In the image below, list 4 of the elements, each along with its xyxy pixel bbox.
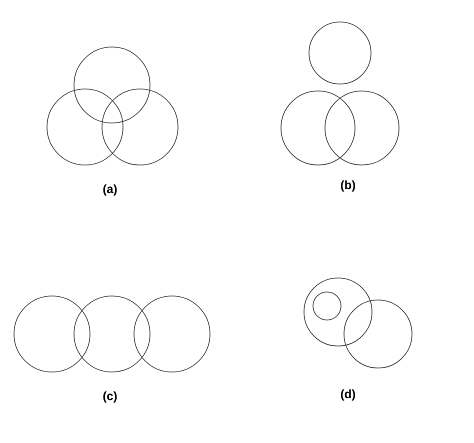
- panel-label: (d): [340, 389, 356, 401]
- panel-label: (c): [103, 391, 117, 403]
- panel-label: (b): [340, 180, 356, 192]
- panel-label: (a): [103, 184, 117, 196]
